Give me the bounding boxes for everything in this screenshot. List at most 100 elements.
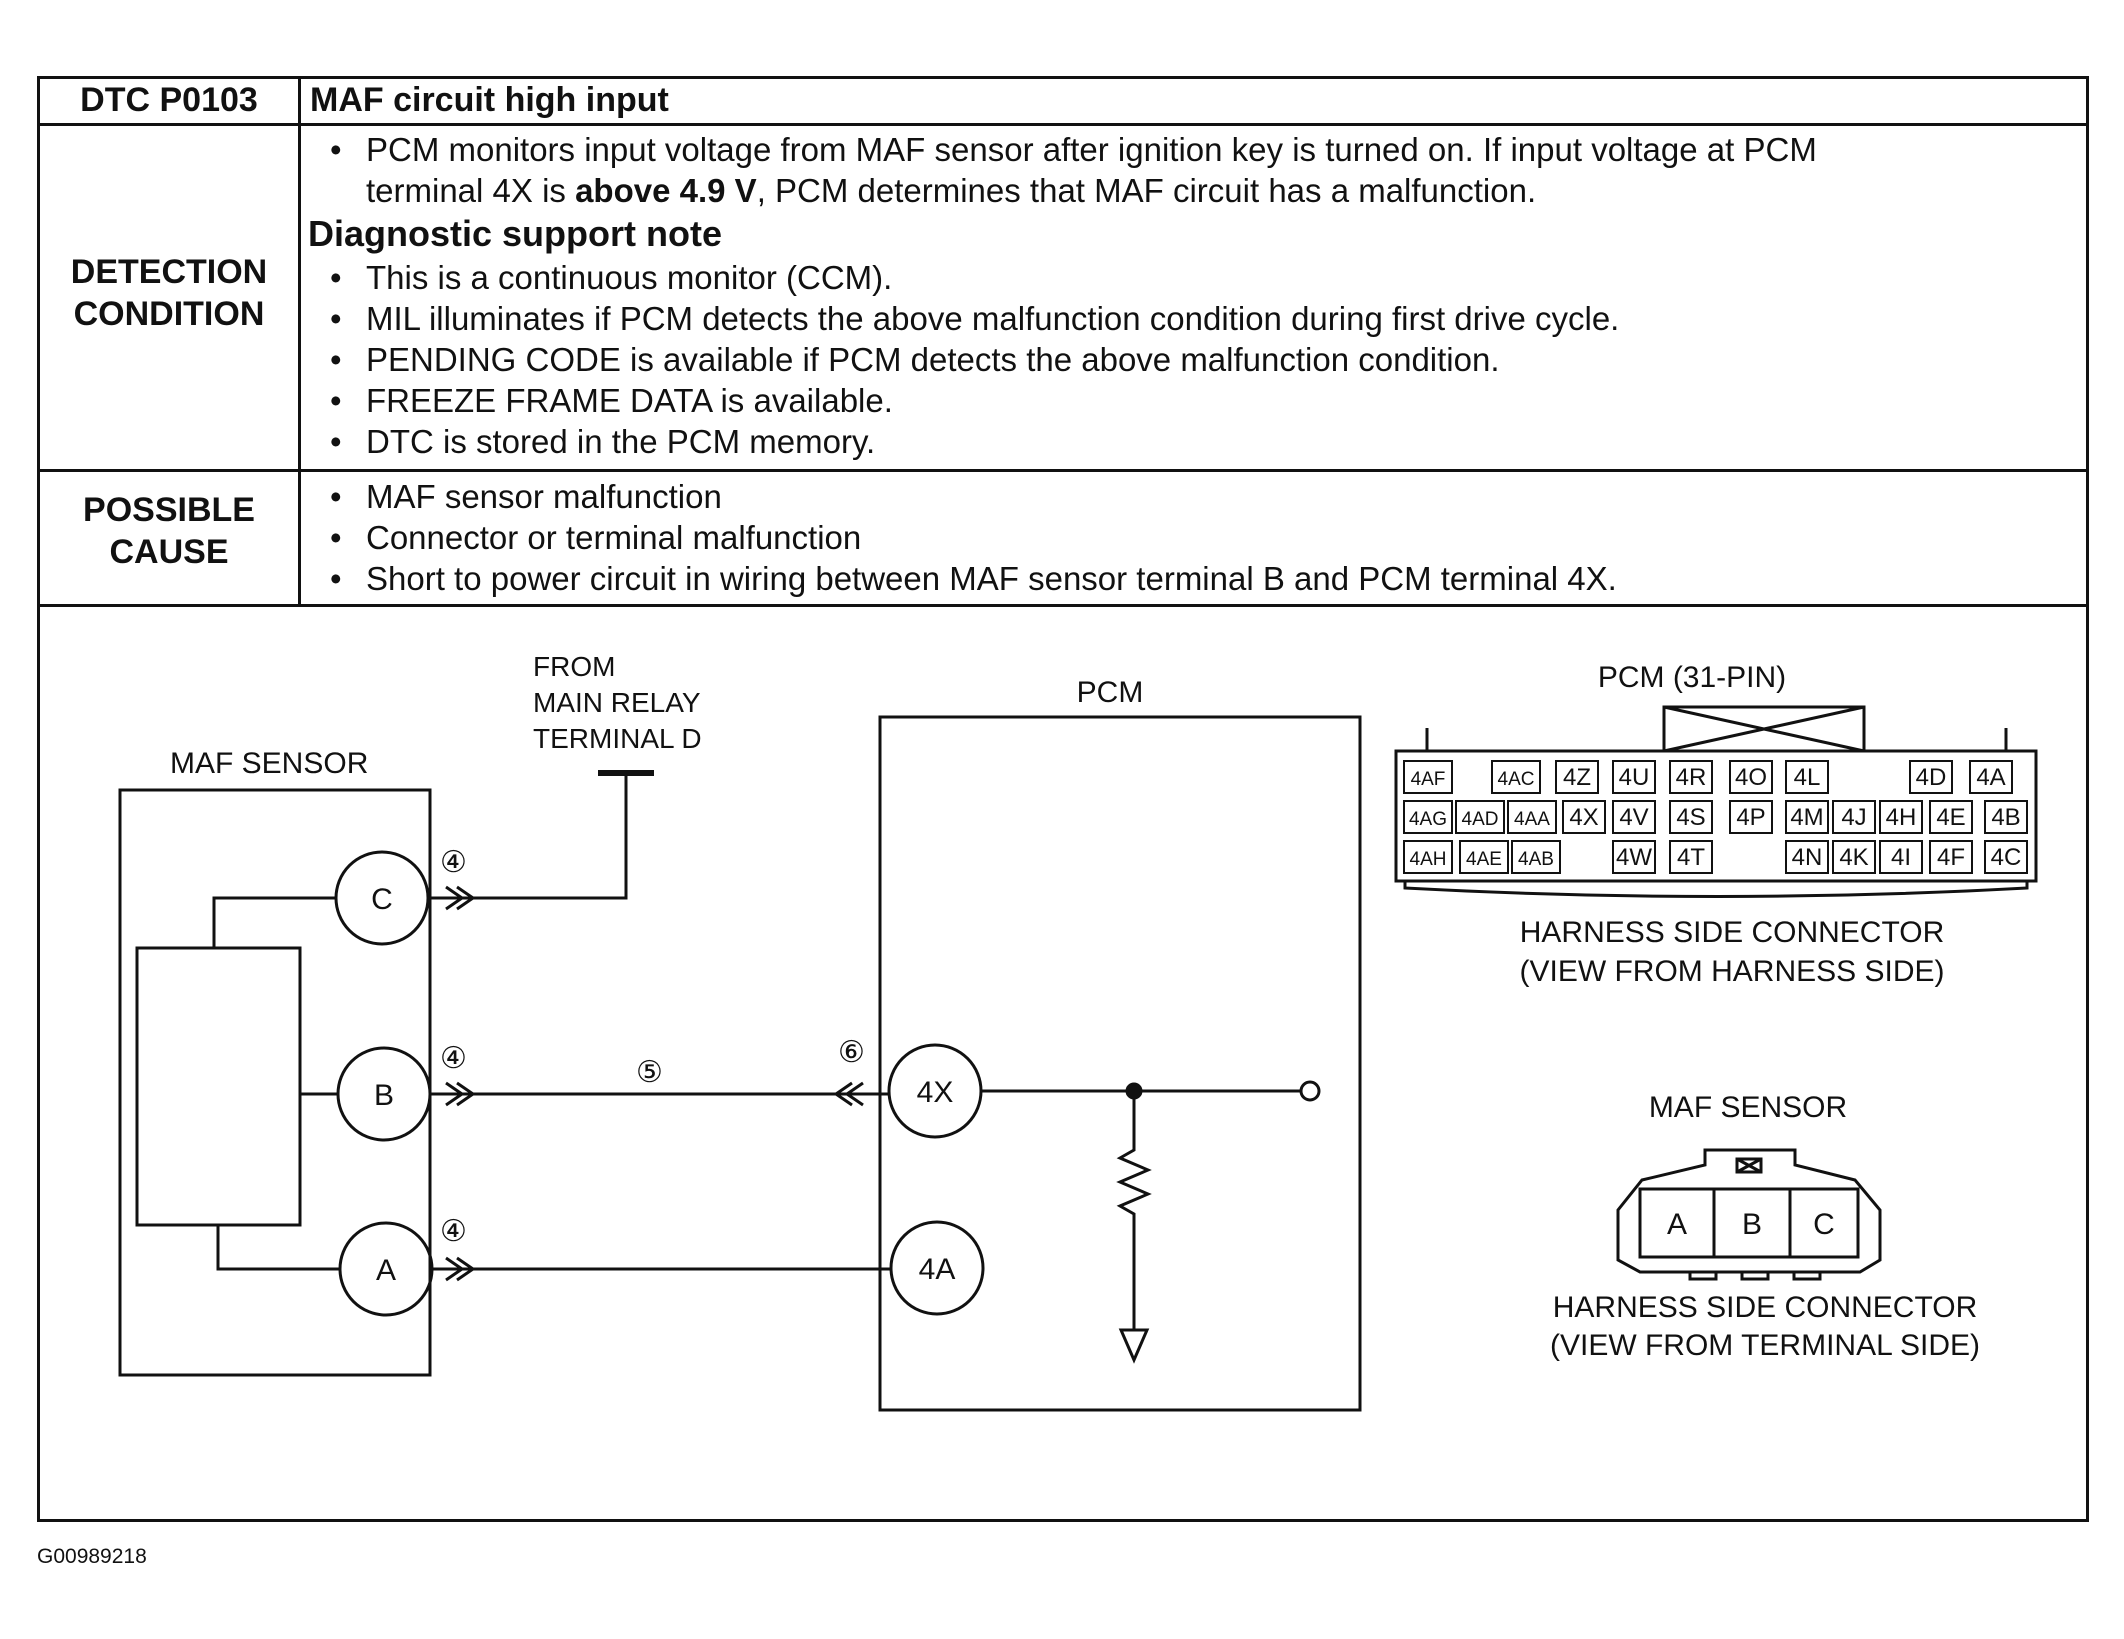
maf-connector — [1616, 1148, 1882, 1281]
note-item: PENDING CODE is available if PCM detects… — [308, 339, 2076, 380]
from-label-line2: MAIN RELAY — [533, 687, 701, 718]
dtc-table: DTC P0103 MAF circuit high input DETECTI… — [37, 76, 2089, 1522]
maf-connector-title: MAF SENSOR — [1649, 1091, 1847, 1124]
detection-content: PCM monitors input voltage from MAF sens… — [308, 129, 2076, 462]
diagnostic-note-list: This is a continuous monitor (CCM). MIL … — [308, 257, 2076, 462]
maf-terminal-b-label: B — [374, 1079, 394, 1112]
pcm-pin-label: 4F — [1937, 844, 1965, 871]
rule-header — [40, 123, 2086, 126]
pcm-pin-cell — [1879, 800, 1923, 834]
pcm-pin-label: 4Z — [1563, 764, 1591, 791]
pcm-pin-label: 4V — [1619, 804, 1648, 831]
connector-number-5: ⑤ — [636, 1056, 663, 1089]
pcm-pin-cell — [1403, 840, 1453, 874]
note-item: DTC is stored in the PCM memory. — [308, 421, 2076, 462]
detection-intro: PCM monitors input voltage from MAF sens… — [308, 129, 2076, 211]
connector-number-4-c: ④ — [440, 846, 467, 879]
detection-label-line1: DETECTION — [70, 253, 268, 291]
figure-id: G00989218 — [37, 1545, 147, 1568]
pcm-pin-label: 4A — [1976, 764, 2005, 791]
dtc-code: DTC P0103 — [80, 81, 258, 119]
pcm-connector-caption-2: (VIEW FROM HARNESS SIDE) — [1519, 955, 1944, 988]
pcm-pin-cell — [1403, 760, 1453, 794]
pcm-pin-cell — [1459, 840, 1509, 874]
diagnostic-note-title: Diagnostic support note — [308, 213, 722, 254]
maf-connector-caption-1: HARNESS SIDE CONNECTOR — [1553, 1291, 1978, 1324]
pcm-pin-label: 4X — [1569, 804, 1598, 831]
pcm-pin-label: 4AG — [1409, 809, 1447, 830]
pcm-box — [878, 715, 1362, 1412]
pcm-pin-label: 4M — [1790, 804, 1823, 831]
pcm-pin-cell — [1507, 800, 1557, 834]
pcm-pin-label: 4K — [1839, 844, 1868, 871]
possible-cause-content: MAF sensor malfunction Connector or term… — [308, 476, 2076, 599]
pcm-label: PCM — [1077, 676, 1144, 709]
possible-cause-label: POSSIBLE CAUSE — [40, 489, 298, 573]
pcm-pin-label: 4U — [1619, 764, 1650, 791]
maf-internal-wire-a — [216, 1225, 340, 1271]
column-divider — [298, 79, 301, 604]
pcm-pin-label: 4I — [1891, 844, 1911, 871]
pcm-pin-cell — [1511, 840, 1561, 874]
connector-number-4-b: ④ — [440, 1042, 467, 1075]
pcm-pin-label: 4C — [1991, 844, 2022, 871]
pcm-pin-label: 4E — [1936, 804, 1965, 831]
pcm-pin-label: 4J — [1841, 804, 1866, 831]
pcm-pin-cell — [1612, 760, 1656, 794]
connector-number-6: ⑥ — [838, 1036, 865, 1069]
note-item: MIL illuminates if PCM detects the above… — [308, 298, 2076, 339]
pcm-pin-label: 4P — [1736, 804, 1765, 831]
ground-symbol — [1118, 1328, 1150, 1364]
pcm-connector-caption-1: HARNESS SIDE CONNECTOR — [1520, 916, 1945, 949]
pcm-pin-cell — [1612, 800, 1656, 834]
pcm-pin-cell — [1785, 800, 1829, 834]
note-item: This is a continuous monitor (CCM). — [308, 257, 2076, 298]
pcm-pin-cell — [1669, 800, 1713, 834]
possible-cause-label-line2: CAUSE — [109, 533, 229, 571]
pcm-terminal-4a — [889, 1220, 985, 1316]
pcm-pin-cell — [1785, 840, 1829, 874]
pcm-pin-cell — [1455, 800, 1505, 834]
pcm-pin-cell — [1832, 840, 1876, 874]
pcm-pin-cell — [1403, 800, 1453, 834]
from-label-line3: TERMINAL D — [533, 723, 702, 754]
pcm-pin-label: 4AH — [1410, 849, 1447, 870]
pcm-pin-label: 4T — [1677, 844, 1705, 871]
pcm-terminal-4a-label: 4A — [919, 1253, 956, 1286]
maf-terminal-c-label: C — [371, 883, 393, 916]
pcm-pin-label: 4D — [1916, 764, 1947, 791]
pcm-pin-label: 4AA — [1514, 809, 1550, 830]
possible-cause-label-line1: POSSIBLE — [83, 491, 255, 529]
pcm-pin-label: 4O — [1735, 764, 1767, 791]
maf-sensor-label: MAF SENSOR — [170, 747, 368, 780]
pcm-pin-cell — [1612, 840, 1656, 874]
pcm-terminal-4x-label: 4X — [917, 1076, 954, 1109]
detection-label-line2: CONDITION — [73, 295, 265, 333]
pcm-pin-label: 4AF — [1411, 769, 1446, 790]
pcm-pin-label: 4N — [1792, 844, 1823, 871]
maf-terminal-a-label: A — [376, 1254, 396, 1287]
pcm-pin-label: 4W — [1616, 844, 1652, 871]
cause-item: Connector or terminal malfunction — [308, 517, 2076, 558]
connector-number-4-a: ④ — [440, 1215, 467, 1248]
pcm-pin-label: 4L — [1794, 764, 1821, 791]
cause-item: MAF sensor malfunction — [308, 476, 2076, 517]
maf-connector-caption-2: (VIEW FROM TERMINAL SIDE) — [1550, 1329, 1980, 1362]
pcm-pin-cell — [1555, 760, 1599, 794]
pcm-pin-cell — [1729, 760, 1773, 794]
from-label-line1: FROM — [533, 651, 615, 682]
detection-intro-line2c: , PCM determines that MAF circuit has a … — [756, 172, 1537, 209]
detection-intro-line2a: terminal 4X is — [366, 172, 576, 209]
pcm-pin-cell — [1984, 840, 2028, 874]
note-item: FREEZE FRAME DATA is available. — [308, 380, 2076, 421]
pcm-pin-label: 4B — [1991, 804, 2020, 831]
wire-c-to-main-relay — [428, 773, 628, 900]
pcm-pin-cell — [1669, 760, 1713, 794]
pcm-pin-cell — [1929, 800, 1973, 834]
pcm-input-terminal — [1299, 1080, 1321, 1102]
pcm-pin-label: 4S — [1676, 804, 1705, 831]
maf-connector-pin-b: B — [1742, 1208, 1762, 1241]
pcm-pin-label: 4AE — [1466, 849, 1502, 870]
maf-internal-wire-c — [212, 896, 335, 948]
pcm-pin-cell — [1785, 760, 1829, 794]
